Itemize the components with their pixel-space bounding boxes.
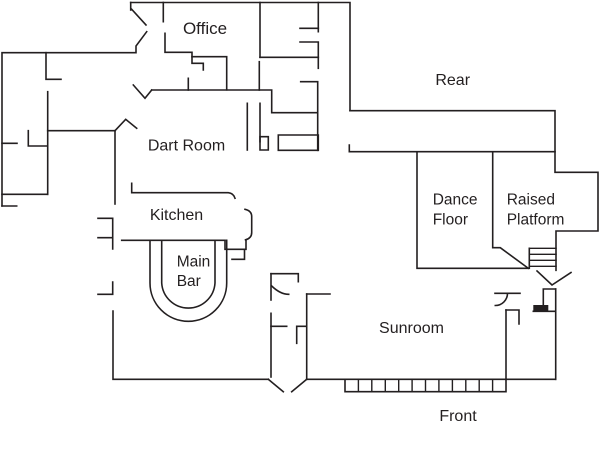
door-swing — [130, 8, 148, 27]
walls-office — [162, 1, 320, 152]
door-swing — [267, 378, 285, 393]
wall-segment — [130, 182, 236, 200]
wall-segment — [270, 272, 300, 283]
room-label-raised-platform-line1: Raised — [507, 192, 555, 209]
stairs-treads — [528, 247, 557, 267]
wall-segment — [299, 80, 319, 152]
door-swing — [290, 378, 308, 393]
room-label-office: Office — [183, 19, 227, 38]
wall-segment — [129, 1, 351, 112]
room-label-raised-platform-line2: Platform — [507, 212, 565, 229]
wall-segment — [505, 309, 520, 325]
wall-segment — [295, 325, 308, 345]
fireplace-marker — [533, 305, 549, 312]
room-label-rear: Rear — [435, 72, 470, 89]
walls-top-left-wing — [1, 1, 351, 207]
room-label-sunroom: Sunroom — [379, 320, 444, 337]
wall-segment — [45, 51, 62, 81]
door-swing — [494, 292, 509, 307]
wall-segment — [97, 281, 114, 296]
wall-segment — [542, 288, 557, 306]
door-swing — [270, 284, 290, 296]
wall-segment — [349, 109, 599, 272]
room-label-main-bar-line1: Main — [177, 254, 211, 271]
wall-segment — [191, 55, 228, 91]
wall-segment — [112, 310, 270, 381]
counter-step — [224, 239, 247, 251]
room-labels: Office Rear Dart Room Kitchen Main Bar D… — [148, 19, 565, 425]
wall-segment — [348, 144, 556, 153]
walls-main-bar — [120, 239, 247, 323]
wall-segment — [491, 151, 530, 270]
door-swing — [1, 30, 148, 207]
wall-segment — [150, 89, 319, 114]
counter-step — [231, 248, 246, 261]
room-label-dance-floor-line1: Dance — [433, 192, 478, 209]
walls-sunroom — [112, 272, 557, 393]
room-label-front: Front — [439, 408, 477, 425]
room-label-dart-room: Dart Room — [148, 138, 225, 155]
door-swing — [132, 83, 153, 100]
counter-bracket — [244, 208, 253, 241]
bar-counter-inner — [160, 239, 216, 309]
room-label-dance-floor-line2: Floor — [433, 212, 468, 229]
door-swing — [113, 118, 138, 132]
wall-segment — [164, 32, 205, 71]
room-label-kitchen: Kitchen — [150, 207, 203, 224]
fixture-box — [259, 135, 270, 151]
room-label-main-bar-line2: Bar — [177, 273, 201, 290]
bar-counter-outer — [149, 239, 228, 323]
fixture-box — [277, 134, 320, 152]
walls-rear-dance-platform — [348, 109, 599, 287]
window-panes — [357, 378, 494, 393]
wall-segment — [27, 129, 49, 147]
walls-kitchen — [97, 182, 253, 296]
wall-segment — [97, 217, 114, 250]
wall-segment — [416, 151, 530, 270]
walls-dart-room — [46, 77, 320, 205]
door-swing — [535, 269, 573, 287]
